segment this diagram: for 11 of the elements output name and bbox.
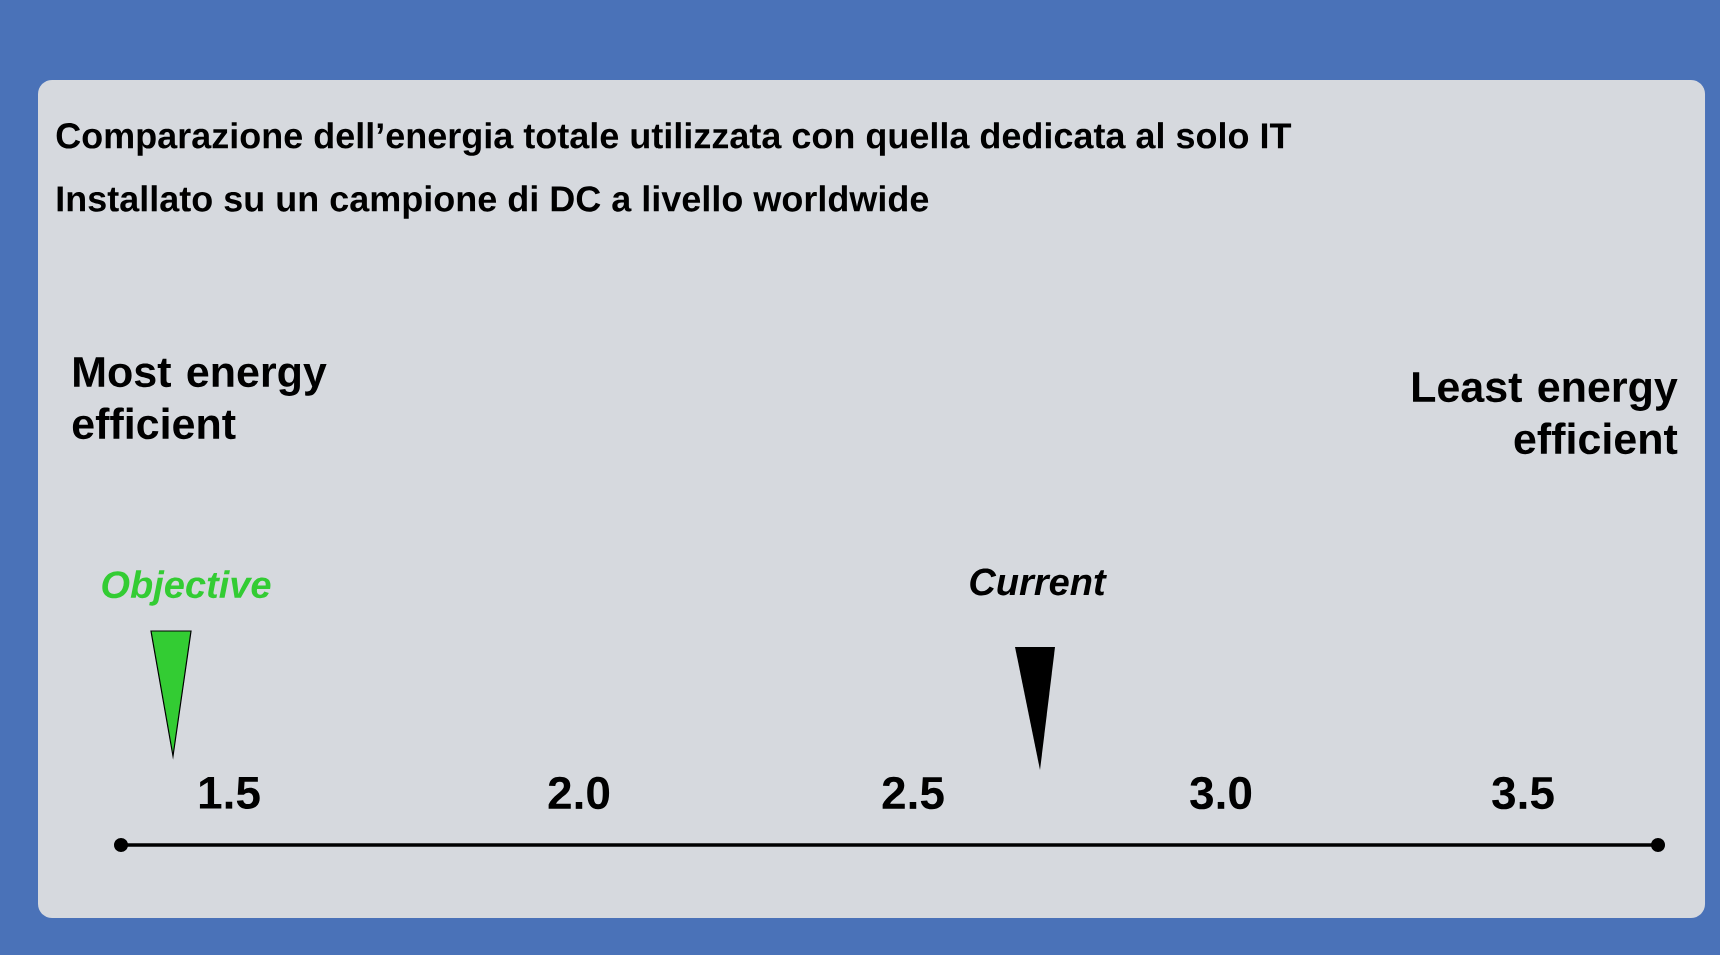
marker-label: Objective: [102, 570, 271, 606]
title-text: Comparazione dell’energia totale utilizzata con quella dedicata al solo IT: [56, 122, 1292, 156]
tick-label: 2.0: [548, 776, 610, 810]
tick-label: 3.5: [1492, 776, 1554, 810]
marker-label: Current: [970, 568, 1107, 596]
tick-label: 2.5: [882, 776, 944, 810]
scale-end-label: Least energy efficient: [1413, 372, 1678, 455]
tick-label: 3.0: [1190, 776, 1252, 810]
subtitle-text: Installato su un campione di DC a livello worldwide: [57, 185, 929, 219]
tick-label: 1.5: [199, 776, 260, 810]
scale-end-label: Most energy efficient: [72, 357, 327, 440]
